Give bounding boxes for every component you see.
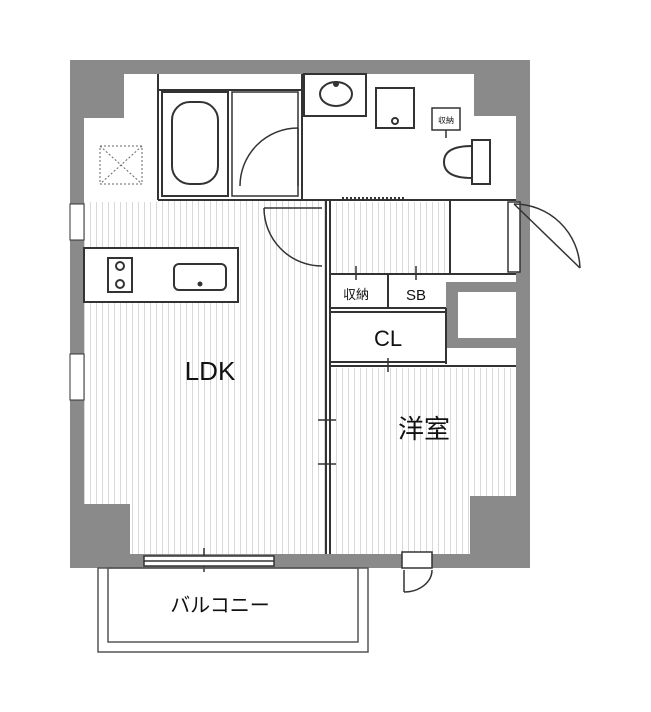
refrigerator-spot	[99, 145, 143, 185]
ldk-label: LDK	[185, 356, 236, 386]
bathtub	[161, 91, 229, 197]
western-room-bottom-door	[401, 551, 433, 593]
washbasin	[303, 73, 367, 117]
entrance-door	[507, 201, 581, 273]
balcony-label: バルコニー	[170, 593, 270, 617]
small-storage-label: 収納	[438, 115, 454, 125]
closet-label: CL	[374, 326, 402, 351]
western-room-label: 洋室	[398, 415, 450, 445]
kitchen-counter	[83, 247, 239, 303]
shoe-box-label: SB	[406, 287, 426, 304]
balcony	[97, 567, 369, 653]
washing-machine	[375, 87, 415, 129]
hall-floor	[330, 202, 450, 274]
bathroom-door	[231, 91, 299, 197]
storage-label: 収納	[343, 288, 369, 303]
balcony-window	[143, 555, 275, 567]
ldk-floor-upper	[84, 130, 158, 202]
ldk-door	[263, 207, 323, 267]
toilet-area	[431, 107, 491, 185]
left-windows	[69, 203, 85, 401]
